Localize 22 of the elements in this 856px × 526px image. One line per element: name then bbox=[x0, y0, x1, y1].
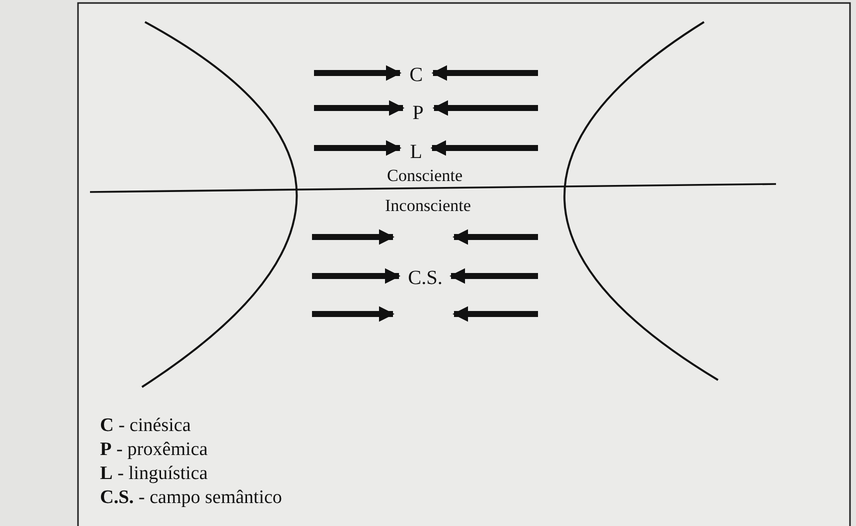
arrow bbox=[312, 268, 401, 284]
arrow bbox=[314, 140, 402, 156]
legend-text: C.S. - campo semântico bbox=[100, 487, 282, 509]
region-label: Inconsciente bbox=[385, 196, 471, 216]
legend-text: P - proxêmica bbox=[100, 439, 208, 461]
letter-label: C bbox=[410, 64, 423, 86]
region-label: Consciente bbox=[387, 166, 463, 186]
arrow bbox=[449, 268, 538, 284]
arrow bbox=[431, 65, 538, 81]
arrow bbox=[452, 229, 538, 245]
arrow bbox=[312, 306, 395, 322]
arrow bbox=[430, 140, 538, 156]
legend-text: L - linguística bbox=[100, 463, 208, 485]
arrow bbox=[312, 229, 395, 245]
legend-text: C - cinésica bbox=[100, 415, 191, 437]
arrow bbox=[314, 65, 402, 81]
letter-label: C.S. bbox=[408, 267, 442, 289]
letter-label: P bbox=[412, 102, 424, 124]
letter-label: L bbox=[410, 141, 422, 163]
arrow bbox=[432, 100, 538, 116]
arrow bbox=[314, 100, 405, 116]
arrow bbox=[452, 306, 538, 322]
